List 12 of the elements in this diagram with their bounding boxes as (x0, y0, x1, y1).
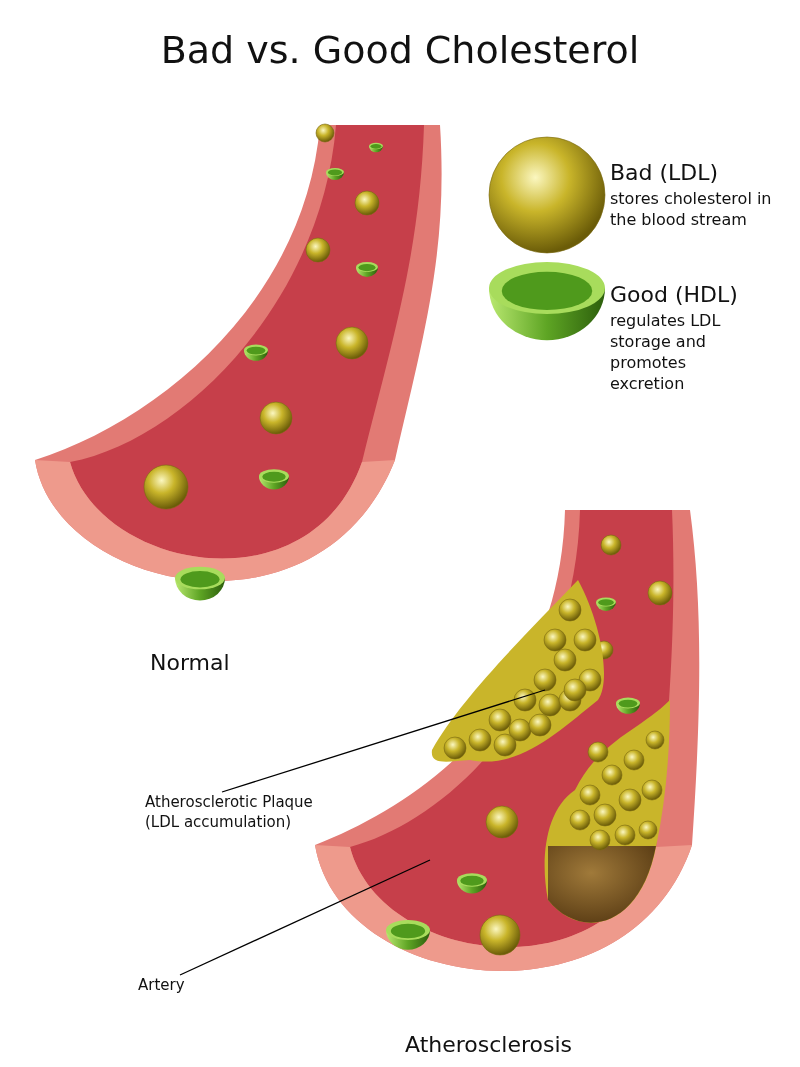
legend-label: Good (HDL) (610, 282, 738, 307)
leader-label: Artery (138, 975, 218, 995)
legend-label: Bad (LDL) (610, 160, 719, 185)
panel-caption: Atherosclerosis (405, 1032, 573, 1057)
leader-line (221, 689, 546, 793)
leader-label: Atherosclerotic Plaque (LDL accumulation) (145, 792, 345, 832)
legend-description: regulates LDL storage and promotes excretion (610, 310, 722, 394)
diagram-title: Bad vs. Good Cholesterol (159, 28, 641, 72)
panel-caption: Normal (150, 650, 230, 675)
plaque-drawing (431, 580, 604, 762)
leader-line (179, 859, 431, 976)
legend-description: stores cholesterol in the blood stream (610, 188, 773, 230)
